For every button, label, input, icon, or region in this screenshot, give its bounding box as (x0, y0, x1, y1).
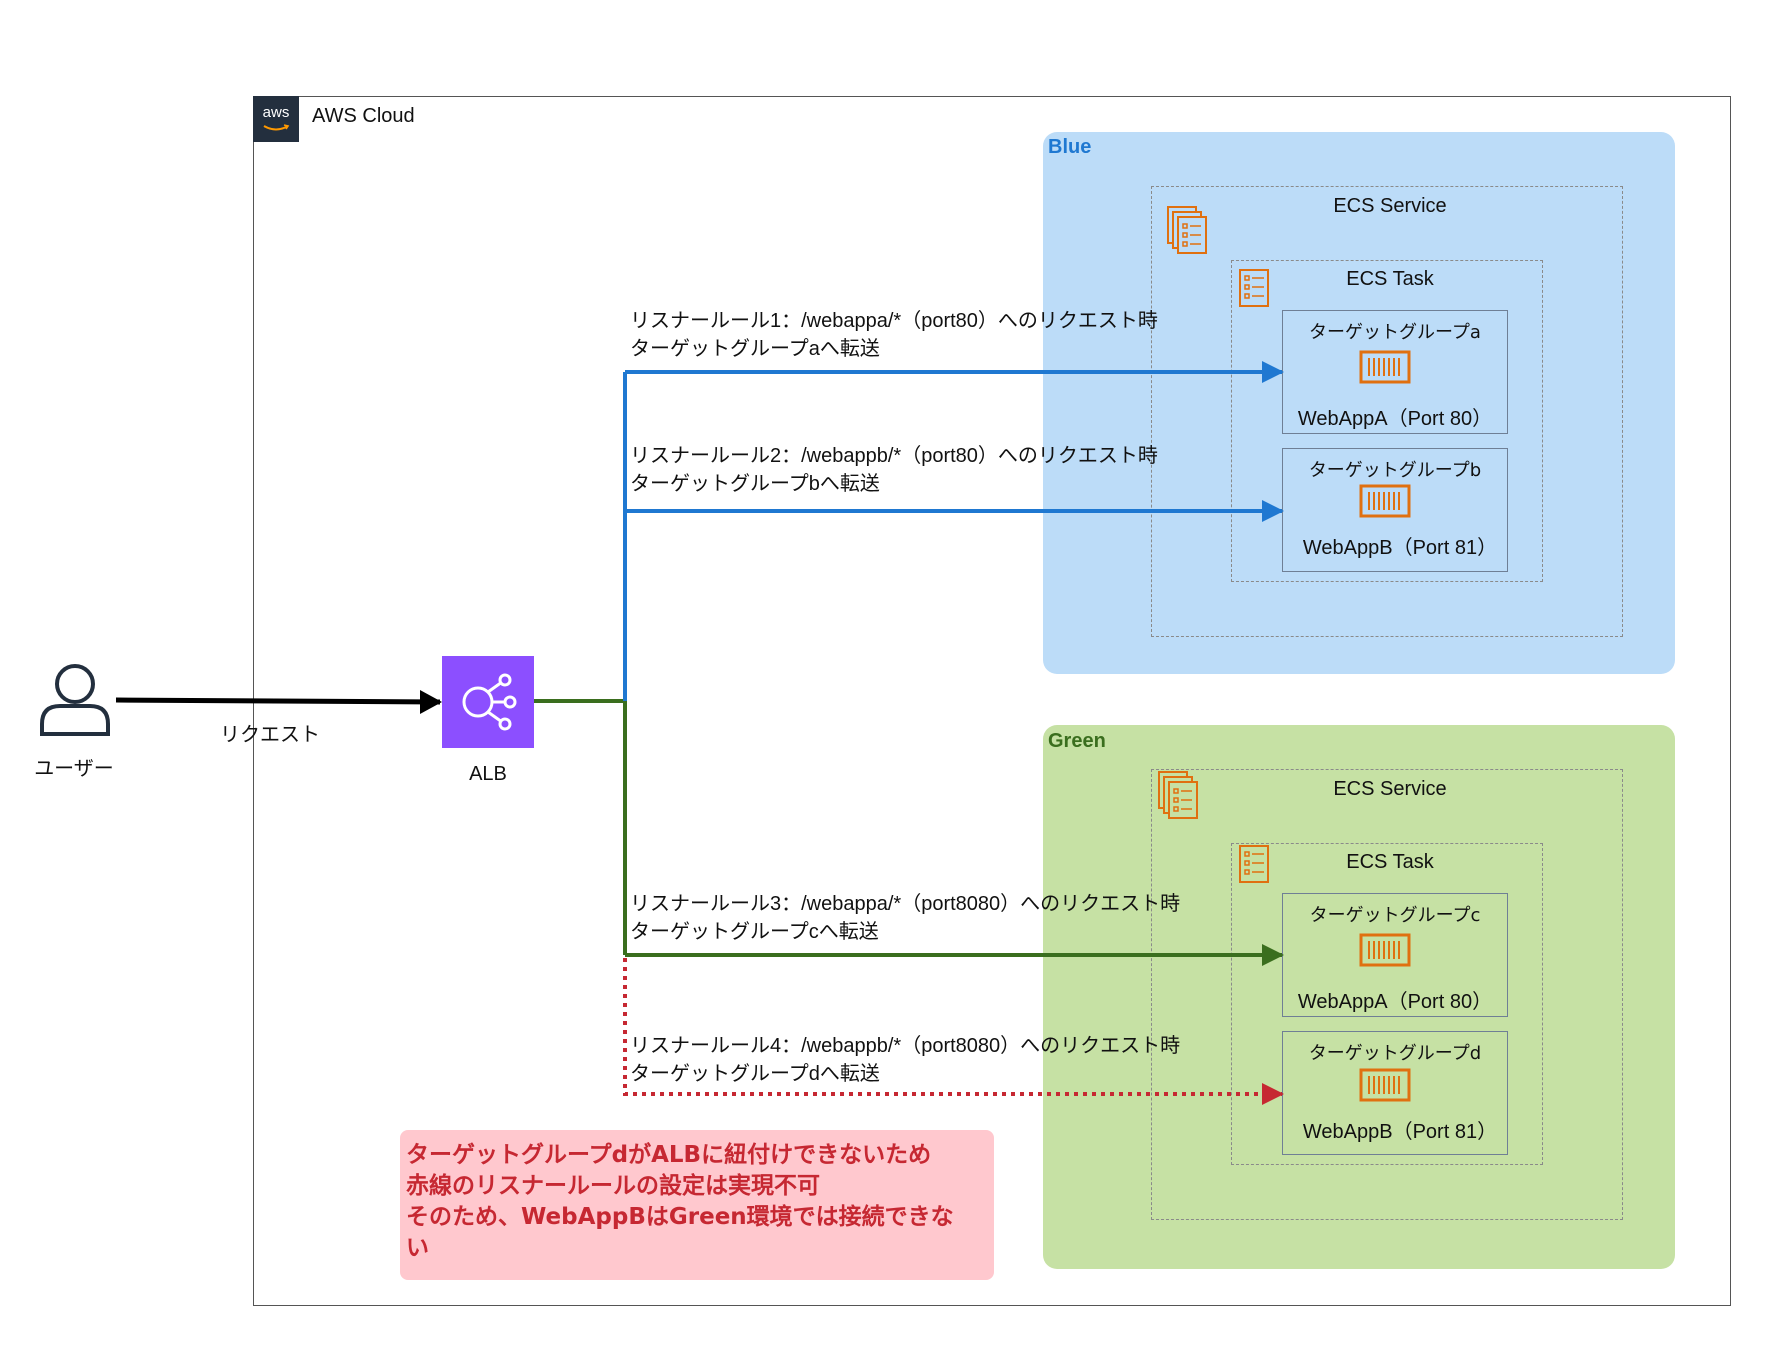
request-label: リクエスト (220, 724, 320, 746)
ecs-service-icon (1167, 206, 1207, 254)
rule2-label: リスナールール2：/webappb/*（port80）へのリクエスト時 ターゲッ… (630, 442, 1158, 498)
rule3-line2: ターゲットグループcへ転送 (630, 921, 879, 943)
target-group-a-title: ターゲットグループa (1309, 322, 1481, 343)
rule4-line1: リスナールール4：/webappb/*（port8080）へのリクエスト時 (630, 1035, 1181, 1057)
rule4-label: リスナールール4：/webappb/*（port8080）へのリクエスト時 ター… (630, 1032, 1180, 1088)
note-line-2: 赤線のリスナールールの設定は実現不可 (406, 1173, 820, 1199)
green-ecs-service (1151, 769, 1623, 1220)
aws-badge-text: aws (262, 104, 290, 121)
ecs-task-icon (1239, 845, 1269, 883)
blue-ecs-task (1231, 260, 1543, 582)
rule4-line2: ターゲットグループdへ転送 (630, 1063, 880, 1085)
blue-ecs-service-title: ECS Service (1333, 195, 1447, 217)
user-to-alb-arrow (115, 697, 441, 705)
ecs-task-icon (1239, 269, 1269, 307)
target-group-d-app: WebAppB（Port 81） (1302, 1121, 1498, 1143)
rule1-label: リスナールール1：/webappa/*（port80）へのリクエスト時 ターゲッ… (630, 307, 1158, 363)
target-group-b-app: WebAppB（Port 81） (1302, 537, 1498, 559)
rule4-arrow (623, 958, 1284, 1105)
target-group-b-title: ターゲットグループb (1308, 460, 1482, 481)
note-line-1: ターゲットグループdがALBに紐付けできないため (406, 1142, 932, 1168)
ecs-service-icon (1158, 771, 1198, 819)
blue-ecs-service (1151, 186, 1623, 637)
target-group-a-app: WebAppA（Port 80） (1297, 408, 1493, 430)
blue-environment (1043, 132, 1675, 674)
user-to-alb-arrowhead (420, 690, 442, 714)
target-group-c-app: WebAppA（Port 80） (1297, 991, 1493, 1013)
rule1-line2: ターゲットグループaへ転送 (630, 338, 880, 360)
container-icon (1359, 350, 1411, 384)
container-icon (1359, 484, 1411, 518)
aws-cloud-label: AWS Cloud (312, 105, 415, 127)
green-ecs-task-title: ECS Task (1346, 851, 1434, 873)
alb-label: ALB (469, 763, 507, 785)
rule3-label: リスナールール3：/webappa/*（port8080）へのリクエスト時 ター… (630, 890, 1180, 946)
green-ecs-task (1231, 843, 1543, 1165)
target-group-d-title: ターゲットグループd (1308, 1043, 1482, 1064)
rule2-line1: リスナールール2：/webappb/*（port80）へのリクエスト時 (630, 445, 1158, 467)
rule1-line1: リスナールール1：/webappa/*（port80）へのリクエスト時 (630, 310, 1158, 332)
container-icon (1359, 933, 1411, 967)
note-line-3: そのため、WebAppBはGreen環境では接続できな (406, 1204, 954, 1230)
rule2-line2: ターゲットグループbへ転送 (630, 473, 880, 495)
alb-to-branch-green (534, 699, 627, 955)
alb-node (442, 656, 534, 748)
aws-logo-icon: aws (253, 96, 299, 142)
green-environment-label: Green (1048, 730, 1106, 752)
alb-icon (462, 673, 517, 731)
note-line-4: い (406, 1235, 429, 1261)
blue-ecs-task-title: ECS Task (1346, 268, 1434, 290)
warning-note: ターゲットグループdがALBに紐付けできないため 赤線のリスナールールの設定は実… (400, 1130, 994, 1280)
rule3-line1: リスナールール3：/webappa/*（port8080）へのリクエスト時 (630, 893, 1181, 915)
container-icon (1359, 1068, 1411, 1102)
aws-smile-icon (263, 124, 290, 131)
user-label: ユーザー (34, 758, 114, 780)
green-environment (1043, 725, 1675, 1269)
user-icon (40, 664, 110, 736)
target-group-c-title: ターゲットグループc (1309, 905, 1481, 926)
green-ecs-service-title: ECS Service (1333, 778, 1447, 800)
blue-environment-label: Blue (1048, 136, 1092, 158)
